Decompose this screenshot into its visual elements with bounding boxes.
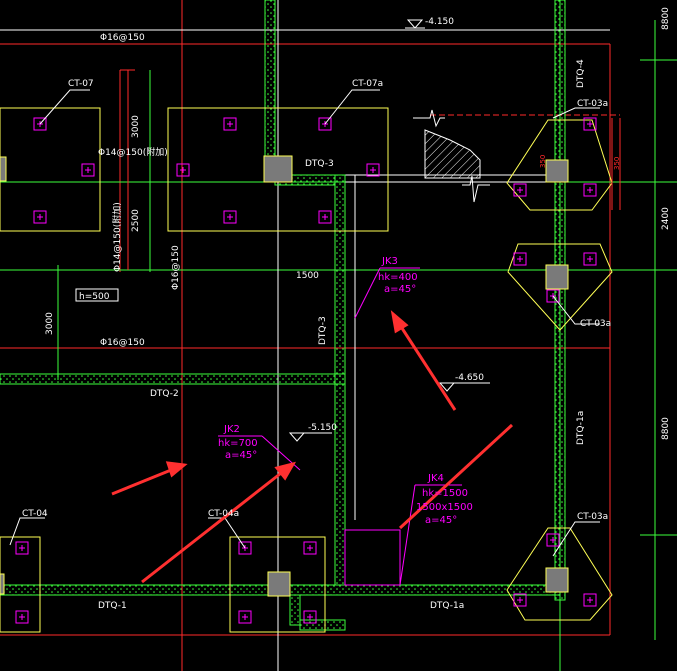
pile-marker (366, 163, 380, 177)
label-dtq1: DTQ-1 (98, 601, 127, 611)
dim-2500: 2500 (131, 209, 141, 232)
dim-1500: 1500 (296, 271, 319, 281)
dimension-lines (0, 69, 621, 349)
pile-marker (513, 183, 527, 197)
jk3-a: a=45° (384, 284, 416, 295)
dim-8800-top: 8800 (661, 7, 671, 30)
label-ct03a-3: CT-03a (577, 512, 608, 522)
jk2-a: a=45° (225, 450, 257, 461)
labels: -4.150 -4.650 -5.150 Φ16@150 Φ16@150 Φ14… (22, 7, 671, 611)
walls (0, 0, 566, 631)
label-ct03a-2: CT-03a (580, 319, 611, 329)
elevation-low: -5.150 (308, 423, 337, 433)
pile-marker (15, 610, 29, 624)
rebar-mid: Φ16@150 (100, 338, 145, 348)
pile-marker (303, 610, 317, 624)
jk2-name: JK2 (223, 424, 240, 435)
label-ct03a-1: CT-03a (577, 99, 608, 109)
dim-350-left: 350 (539, 155, 547, 168)
structure-lines (0, 0, 610, 671)
pile-marker (15, 541, 29, 555)
section-detail (413, 109, 490, 203)
pile-marker (303, 541, 317, 555)
pile-marker (583, 252, 597, 266)
jk3-name: JK3 (381, 256, 398, 267)
label-ct04: CT-04 (22, 509, 48, 519)
rebar-b: Φ14@150(附加) (111, 202, 123, 272)
columns (0, 155, 569, 597)
h-box-label: h=500 (79, 292, 110, 302)
label-dtq1a-vertical: DTQ-1a (576, 411, 586, 445)
pile-marker (583, 117, 597, 131)
annotation-arrows (111, 310, 514, 584)
pile-marker (513, 252, 527, 266)
pile-marker (513, 593, 527, 607)
pile-marker (546, 533, 560, 547)
jk4-a: a=45° (425, 515, 457, 526)
label-ct07a: CT-07a (352, 79, 383, 89)
rebar-a: Φ14@150(附加) (98, 146, 168, 158)
pile-marker (223, 210, 237, 224)
pile-marker (238, 610, 252, 624)
pile-marker (583, 593, 597, 607)
pits (218, 267, 462, 586)
rebar-vert: Φ16@150 (171, 245, 181, 290)
pile-marker (318, 210, 332, 224)
dim-350-right: 350 (613, 157, 621, 170)
label-dtq3-vertical: DTQ-3 (318, 316, 328, 345)
pile-marker (33, 210, 47, 224)
label-dtq4: DTQ-4 (576, 59, 586, 88)
pile-marker (176, 163, 190, 177)
jk3-hk: hk=400 (378, 272, 418, 283)
dim-3000-lower: 3000 (45, 312, 55, 335)
jk4-hk: hk=1500 (422, 488, 468, 499)
jk2-hk: hk=700 (218, 438, 258, 449)
pile-marker (81, 163, 95, 177)
rebar-top: Φ16@150 (100, 33, 145, 43)
elevation-top: -4.150 (425, 17, 454, 27)
leaders (9, 19, 600, 557)
jk4-size: 1500x1500 (416, 502, 473, 513)
label-ct04a: CT-04a (208, 509, 239, 519)
pile-marker (223, 117, 237, 131)
pile-marker (583, 183, 597, 197)
elevation-mid: -4.650 (455, 373, 484, 383)
label-ct07: CT-07 (68, 79, 94, 89)
label-dtq2: DTQ-2 (150, 389, 179, 399)
pile-caps (0, 107, 613, 633)
piles (0, 117, 597, 624)
dim-3000-upper: 3000 (131, 115, 141, 138)
label-dtq1a: DTQ-1a (430, 601, 464, 611)
label-dtq3: DTQ-3 (305, 159, 334, 169)
jk4-name: JK4 (427, 473, 444, 484)
dim-2400: 2400 (661, 207, 671, 230)
axis-grid (0, 0, 620, 671)
dim-8800-right: 8800 (661, 417, 671, 440)
